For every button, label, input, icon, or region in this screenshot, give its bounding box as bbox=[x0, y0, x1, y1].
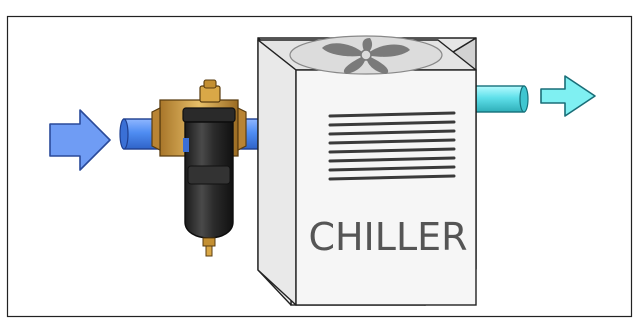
outlet-pipe bbox=[473, 85, 529, 113]
outlet-flow-arrow bbox=[540, 75, 596, 117]
vent-grille bbox=[328, 111, 456, 181]
fan-icon bbox=[289, 35, 443, 75]
inlet-flow-arrow bbox=[49, 109, 111, 171]
dirt-separator-filter bbox=[151, 79, 247, 257]
chiller-body bbox=[257, 39, 477, 306]
chiller-label: CHILLER bbox=[308, 215, 467, 259]
